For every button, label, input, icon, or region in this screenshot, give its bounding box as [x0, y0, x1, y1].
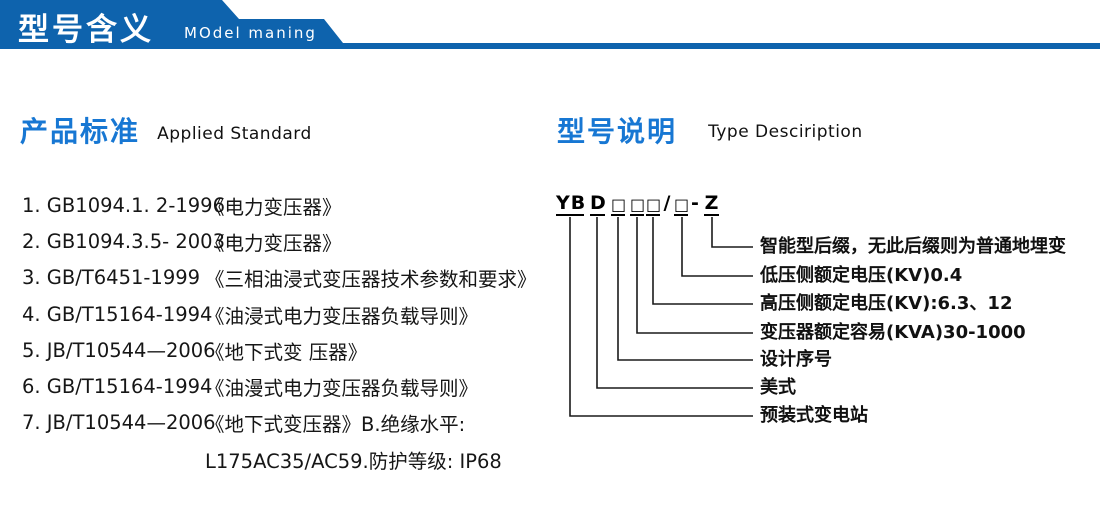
- applied-standard-heading: 产品标准 Applied Standard: [20, 110, 312, 150]
- page-subtitle: MOdel maning: [184, 24, 317, 42]
- standard-title: 《电力变压器》: [205, 195, 342, 219]
- standard-title: 《三相油浸式变压器技术参数和要求》: [205, 268, 537, 292]
- standard-title: 《地下式变压器》B.绝缘水平:: [205, 413, 466, 437]
- standards-list: 1. GB1094.1. 2-1996 《电力变压器》 2. GB1094.3.…: [22, 187, 552, 477]
- standard-item-7-continuation: L175AC35/AC59.防护等级: IP68: [22, 441, 552, 477]
- standard-title: 《油浸式电力变压器负载导则》: [205, 304, 479, 328]
- standard-code: 2. GB1094.3.5- 2003: [22, 229, 225, 253]
- standard-item-6: 6. GB/T15164-1994 《油漫式电力变压器负载导则》: [22, 368, 552, 404]
- diagram-label-prefabricated-substation: 预装式变电站: [760, 405, 868, 426]
- standard-item-1: 1. GB1094.1. 2-1996 《电力变压器》: [22, 187, 552, 223]
- standard-code: 3. GB/T6451-1999: [22, 266, 201, 290]
- header-band-shape: [0, 0, 1100, 49]
- standard-code: 7. JB/T10544—2006: [22, 411, 216, 435]
- diagram-label-rated-capacity: 变压器额定容易(KVA)30-1000: [760, 322, 1026, 343]
- page-title: 型号含义: [18, 12, 154, 48]
- standard-item-5: 5. JB/T10544—2006 《地下式变 压器》: [22, 332, 552, 368]
- standard-item-4: 4. GB/T15164-1994 《油浸式电力变压器负载导则》: [22, 296, 552, 332]
- diagram-label-smart-suffix: 智能型后缀，无此后缀则为普通地埋变: [760, 236, 1066, 257]
- standard-title: 《地下式变 压器》: [205, 340, 368, 364]
- standard-item-7: 7. JB/T10544—2006 《地下式变压器》B.绝缘水平:: [22, 405, 552, 441]
- standard-code: 4. GB/T15164-1994: [22, 302, 213, 326]
- standard-code: 6. GB/T15164-1994: [22, 375, 213, 399]
- applied-standard-heading-en: Applied Standard: [157, 124, 312, 144]
- diagram-label-lv-voltage: 低压侧额定电压(KV)0.4: [760, 265, 963, 286]
- standard-item-3: 3. GB/T6451-1999 《三相油浸式变压器技术参数和要求》: [22, 260, 552, 296]
- standard-title: L175AC35/AC59.防护等级: IP68: [205, 449, 502, 473]
- diagram-label-design-serial: 设计序号: [760, 349, 832, 370]
- applied-standard-heading-zh: 产品标准: [20, 115, 141, 148]
- diagram-label-american-style: 美式: [760, 377, 796, 398]
- standard-code: 5. JB/T10544—2006: [22, 338, 216, 362]
- type-description-heading-en: Type Desciription: [708, 122, 863, 142]
- standard-code: 1. GB1094.1. 2-1996: [22, 193, 225, 217]
- standard-item-2: 2. GB1094.3.5- 2003 《电力变压器》: [22, 223, 552, 259]
- type-description-heading-zh: 型号说明: [557, 115, 678, 148]
- diagram-label-hv-voltage: 高压侧额定电压(KV):6.3、12: [760, 293, 1013, 314]
- standard-title: 《电力变压器》: [205, 231, 342, 255]
- standard-title: 《油漫式电力变压器负载导则》: [205, 377, 479, 401]
- type-description-heading: 型号说明 Type Desciription: [557, 110, 863, 150]
